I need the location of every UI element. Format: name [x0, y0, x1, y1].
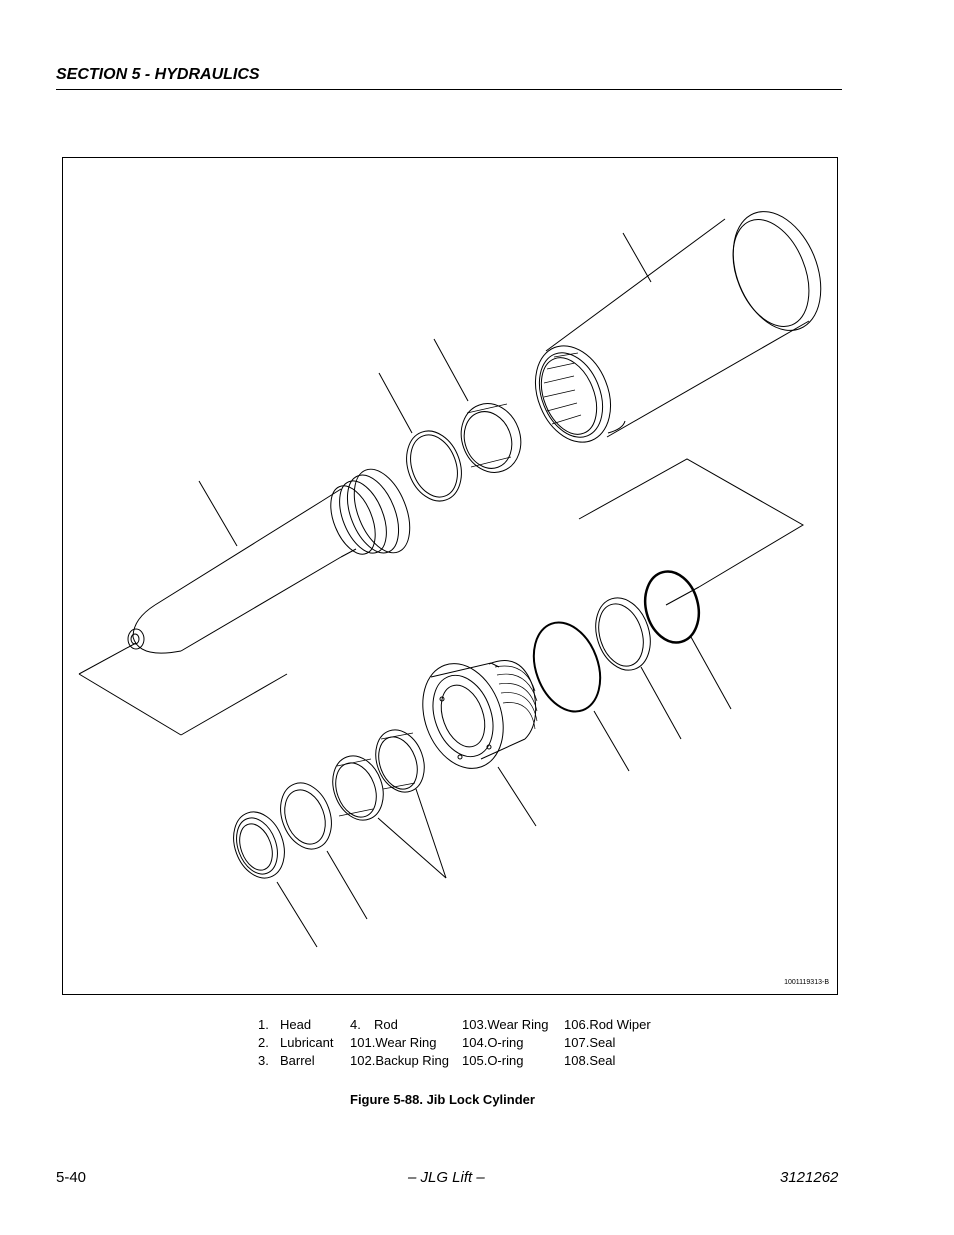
figure-frame: 1001119313-B — [62, 157, 838, 995]
upper-rings — [406, 403, 522, 502]
legend-item: 105.O-ring — [462, 1053, 524, 1068]
legend-item: 4.Rod — [350, 1017, 398, 1032]
footer-brand: – JLG Lift – — [408, 1169, 485, 1186]
head-drawing — [422, 660, 538, 769]
legend-item: 104.O-ring — [462, 1035, 524, 1050]
jib-lock-cylinder-exploded-view — [78, 211, 822, 948]
header-divider — [56, 89, 842, 90]
legend-item: 3.Barrel — [258, 1053, 315, 1068]
legend-item: 103.Wear Ring — [462, 1017, 549, 1032]
legend-col-3: 103.Wear Ring 104.O-ring 105.O-ring — [462, 1016, 549, 1070]
legend-item: 106.Rod Wiper — [564, 1017, 651, 1032]
legend-col-1: 1.Head 2.Lubricant 3.Barrel — [258, 1016, 333, 1070]
page-number: 5-40 — [56, 1169, 87, 1186]
legend-item: 107.Seal — [564, 1035, 616, 1050]
drawing-id: 1001119313-B — [784, 979, 829, 986]
legend-item: 102.Backup Ring — [350, 1053, 450, 1068]
document-number: 3121262 — [780, 1169, 839, 1186]
legend-item: 108.Seal — [564, 1053, 616, 1068]
legend-item: 1.Head — [258, 1017, 312, 1032]
rod-drawing — [78, 468, 411, 736]
legend-item: 2.Lubricant — [258, 1035, 334, 1050]
barrel-drawing — [535, 211, 822, 443]
section-header: SECTION 5 - HYDRAULICS — [56, 66, 260, 83]
figure-caption: Figure 5-88. Jib Lock Cylinder — [350, 1092, 535, 1107]
leader-barrel — [622, 232, 652, 283]
legend-col-4: 106.Rod Wiper 107.Seal 108.Seal — [564, 1016, 651, 1070]
legend-col-2: 4.Rod 101.Wear Ring 102.Backup Ring — [350, 1016, 449, 1070]
legend-item: 101.Wear Ring — [350, 1035, 437, 1050]
